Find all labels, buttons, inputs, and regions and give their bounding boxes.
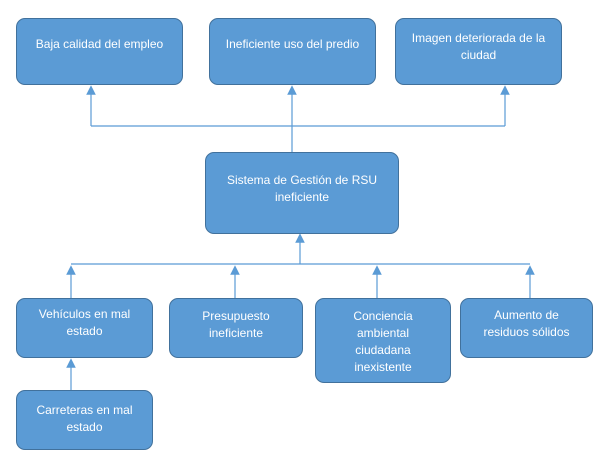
effect-box-baja-calidad-empleo: Baja calidad del empleo	[16, 18, 183, 85]
subcause-label: Carreteras en mal estado	[36, 403, 133, 434]
cause-label: Vehículos en mal estado	[38, 307, 131, 338]
cause-label: Aumento de residuos sólidos	[483, 308, 570, 339]
cause-box-vehiculos: Vehículos en mal estado	[16, 298, 153, 358]
cause-box-presupuesto: Presupuesto ineficiente	[169, 298, 303, 358]
effect-label: Imagen deteriorada de la ciudad	[411, 31, 546, 62]
effect-box-ineficiente-uso-predio: Ineficiente uso del predio	[209, 18, 376, 85]
cause-box-aumento-residuos: Aumento de residuos sólidos	[460, 298, 593, 358]
cause-label: Conciencia ambiental ciudadana inexisten…	[353, 309, 413, 374]
cause-box-conciencia-ambiental: Conciencia ambiental ciudadana inexisten…	[315, 298, 451, 383]
problem-label: Sistema de Gestión de RSU ineficiente	[226, 173, 378, 204]
subcause-box-carreteras: Carreteras en mal estado	[16, 390, 153, 450]
effect-label: Baja calidad del empleo	[35, 37, 164, 51]
cause-label: Presupuesto ineficiente	[202, 309, 270, 340]
effect-box-imagen-deteriorada: Imagen deteriorada de la ciudad	[395, 18, 562, 85]
problem-box-central: Sistema de Gestión de RSU ineficiente	[205, 152, 399, 234]
effect-label: Ineficiente uso del predio	[225, 37, 360, 51]
